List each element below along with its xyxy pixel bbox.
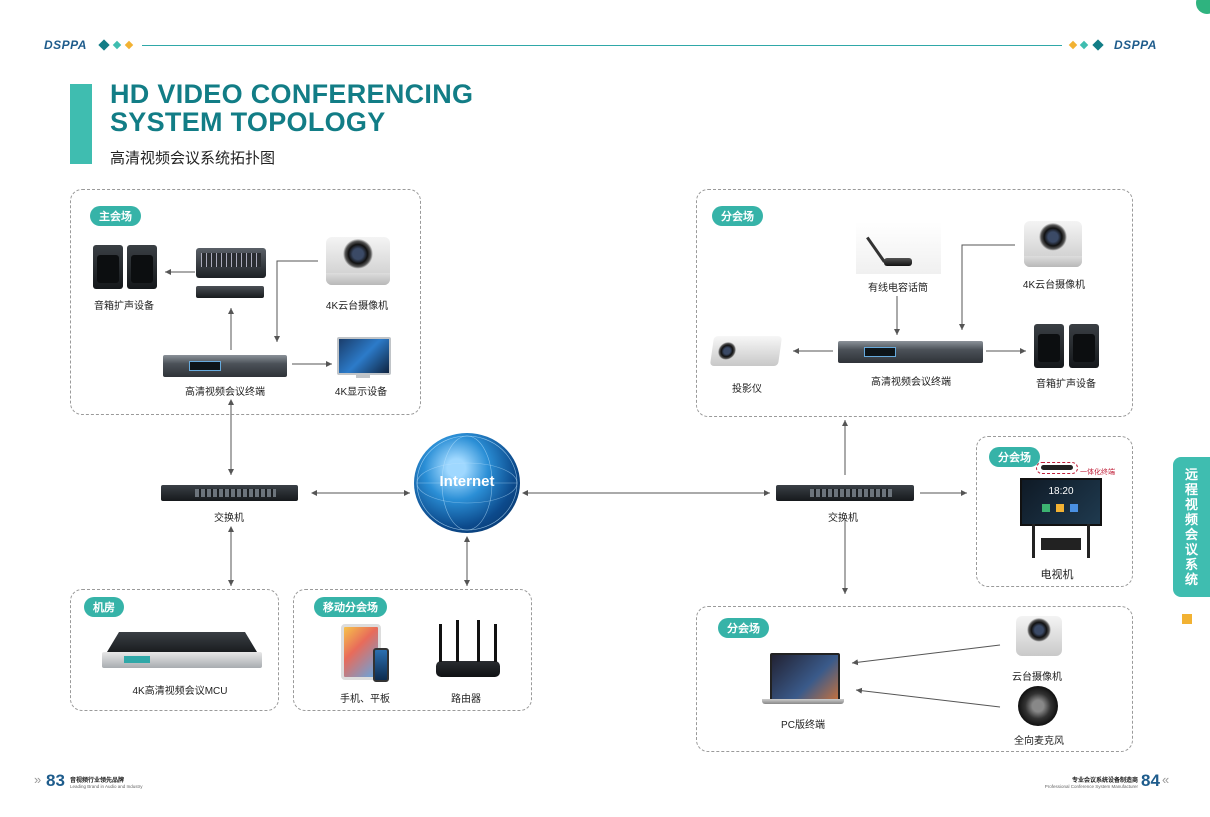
- speaker-icon: [127, 245, 157, 289]
- laptop-base-icon: [762, 699, 844, 704]
- router-antenna-icon: [477, 620, 480, 662]
- main-display-label: 4K显示设备: [334, 387, 388, 398]
- integrated-terminal-outline: [1036, 462, 1078, 474]
- brand-logo-left: DSPPA: [44, 38, 87, 52]
- integrated-terminal-badge: 一体化终端: [1080, 469, 1115, 476]
- monitor-icon: [337, 337, 391, 375]
- main-speakers-label: 音箱扩声设备: [94, 301, 154, 312]
- branch3-pc-label: PC版终端: [781, 720, 825, 731]
- branch-venue-3-zone: [696, 606, 1133, 752]
- double-chevron-icon: «: [1162, 772, 1170, 787]
- left-footer-en: Leading Brand in Audio and Industry: [70, 784, 143, 789]
- branch-venue-2-zone: [976, 436, 1133, 587]
- right-footer-en: Professional Conference System Manufactu…: [1044, 784, 1138, 789]
- side-section-tab: 远 程 视 频 会 议 系 统: [1173, 457, 1210, 597]
- internet-label: Internet: [439, 473, 495, 490]
- branch3-camera-label: 云台摄像机: [1012, 672, 1062, 683]
- main-camera-label: 4K云台摄像机: [325, 301, 389, 312]
- laptop-screen-icon: [770, 653, 840, 701]
- conference-terminal-icon: [163, 355, 287, 377]
- speaker-icon: [1069, 324, 1099, 368]
- main-venue-tag: 主会场: [90, 206, 141, 226]
- brand-logo-right: DSPPA: [1114, 38, 1157, 52]
- projector-icon: [709, 336, 783, 366]
- left-footer-cn: 音视频行业领先品牌: [70, 778, 125, 784]
- tv-stand-icon: [1032, 524, 1090, 558]
- ptz-camera-icon: [1016, 616, 1062, 656]
- globe-grid-icon: [416, 435, 518, 531]
- internet-globe-icon: Internet: [414, 433, 520, 533]
- right-footer-cn: 专业会议系统设备制造商: [1071, 778, 1138, 784]
- router-antenna-icon: [439, 624, 442, 662]
- mic-photo-bg: [856, 222, 941, 274]
- tv-screen-icon: 18:20: [1020, 478, 1102, 526]
- main-terminal-label: 高清视频会议终端: [185, 387, 265, 398]
- title-accent-bar: [70, 84, 92, 164]
- mcu-front-icon: [102, 652, 262, 668]
- header-divider: [142, 45, 1062, 46]
- monitor-stand-icon: [356, 373, 370, 378]
- phone-icon: [373, 648, 389, 682]
- tv-clock: 18:20: [1048, 486, 1074, 497]
- speaker-icon: [93, 245, 123, 289]
- switch-left-label: 交换机: [214, 513, 244, 524]
- branch3-mic-label: 全向麦克风: [1014, 736, 1064, 747]
- omni-mic-icon: [1018, 686, 1058, 726]
- switch-right-label: 交换机: [828, 513, 858, 524]
- page-title: HD VIDEO CONFERENCING SYSTEM TOPOLOGY: [110, 79, 474, 137]
- corner-dot-icon: [1196, 0, 1210, 14]
- mobile-venue-tag: 移动分会场: [314, 597, 387, 617]
- ptz-camera-icon: [1024, 221, 1082, 267]
- conference-terminal-icon: [838, 341, 983, 363]
- audio-mixer-icon: [196, 248, 266, 278]
- main-venue-zone: [70, 189, 421, 415]
- amplifier-icon: [196, 286, 264, 298]
- network-switch-icon: [776, 485, 914, 501]
- mobile-phone-label: 手机、平板: [340, 694, 390, 705]
- branch1-mic-label: 有线电容话筒: [868, 283, 928, 294]
- branch1-camera-label: 4K云台摄像机: [1022, 280, 1086, 291]
- branch-venue-1-tag: 分会场: [712, 206, 763, 226]
- branch1-terminal-label: 高清视频会议终端: [871, 377, 951, 388]
- network-switch-icon: [161, 485, 298, 501]
- router-antenna-icon: [456, 620, 459, 662]
- right-page-number: 84: [1141, 771, 1160, 790]
- branch1-projector-label: 投影仪: [732, 384, 762, 395]
- left-page-number: 83: [46, 771, 65, 790]
- speaker-icon: [1034, 324, 1064, 368]
- machine-room-zone: [70, 589, 279, 711]
- mcu-top-icon: [107, 632, 257, 652]
- router-antenna-icon: [494, 624, 497, 662]
- mobile-router-label: 路由器: [451, 694, 481, 705]
- double-chevron-icon: »: [34, 772, 42, 787]
- side-square-icon: [1182, 614, 1192, 624]
- branch-venue-3-tag: 分会场: [718, 618, 769, 638]
- branch-venue-2-tag: 分会场: [989, 447, 1040, 467]
- branch2-tv-label: 电视机: [1040, 569, 1074, 581]
- page-subtitle: 高清视频会议系统拓扑图: [110, 150, 276, 167]
- branch-venue-1-zone: [696, 189, 1133, 417]
- mic-base-icon: [884, 258, 912, 266]
- machine-room-tag: 机房: [84, 597, 124, 617]
- mcu-label: 4K高清视频会议MCU: [132, 686, 228, 697]
- ptz-camera-icon: [326, 237, 390, 285]
- router-icon: [436, 661, 500, 677]
- mobile-venue-zone: [293, 589, 532, 711]
- branch1-speakers-label: 音箱扩声设备: [1036, 379, 1096, 390]
